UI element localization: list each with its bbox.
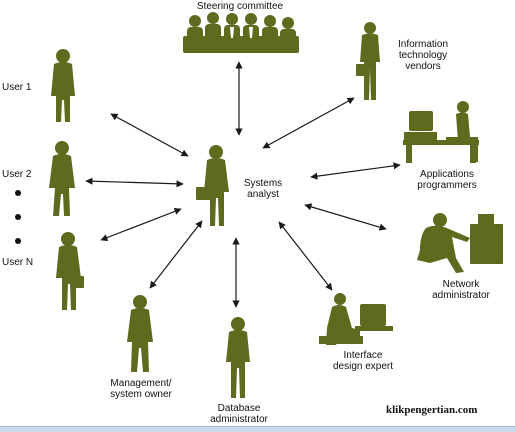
user-2-figure <box>49 141 75 216</box>
user-1-figure <box>51 49 75 122</box>
it-vendors-figure <box>356 22 380 100</box>
arrow-analyst-user-n <box>100 207 182 242</box>
arrow-analyst-network-admin <box>304 203 387 231</box>
db-admin-figure <box>226 317 250 398</box>
ellipsis-dot <box>15 214 21 220</box>
user-n-figure <box>56 232 84 310</box>
app-programmers-figure <box>403 101 479 163</box>
user-2-label: User 2 <box>2 169 32 180</box>
arrow-analyst-app-programmers <box>310 162 401 180</box>
network-admin-figure <box>417 213 503 273</box>
user-ellipsis-dots <box>15 190 21 244</box>
mgmt-owner-figure <box>127 295 153 372</box>
network-admin-label: Network administrator <box>432 279 490 301</box>
arrow-analyst-interface-designer <box>278 221 333 291</box>
app-programmers-label: Applications programmers <box>417 169 477 191</box>
interface-designer-label: Interface design expert <box>332 350 394 372</box>
arrow-analyst-it-vendors <box>262 97 355 149</box>
steering-committee-label: Steering committee <box>196 1 284 12</box>
arrow-analyst-user-1 <box>110 113 189 157</box>
steering-committee-figure <box>183 12 299 53</box>
it-vendors-label: Information technology vendors <box>397 39 449 72</box>
mgmt-owner-label: Management/ system owner <box>110 378 172 400</box>
systems-analyst-label: Systems analyst <box>243 178 283 200</box>
user-n-label: User N <box>2 257 34 268</box>
bottom-strip <box>0 426 515 432</box>
connector-group <box>85 61 401 308</box>
db-admin-label: Database administrator <box>210 403 268 425</box>
arrow-analyst-user-2 <box>85 177 184 188</box>
systems-analyst-figure <box>196 145 229 226</box>
watermark: klikpengertian.com <box>386 404 478 416</box>
ellipsis-dot <box>15 190 21 196</box>
arrow-analyst-mgmt-owner <box>149 220 203 289</box>
interface-designer-figure <box>319 293 393 345</box>
ellipsis-dot <box>15 238 21 244</box>
user-1-label: User 1 <box>2 82 32 93</box>
